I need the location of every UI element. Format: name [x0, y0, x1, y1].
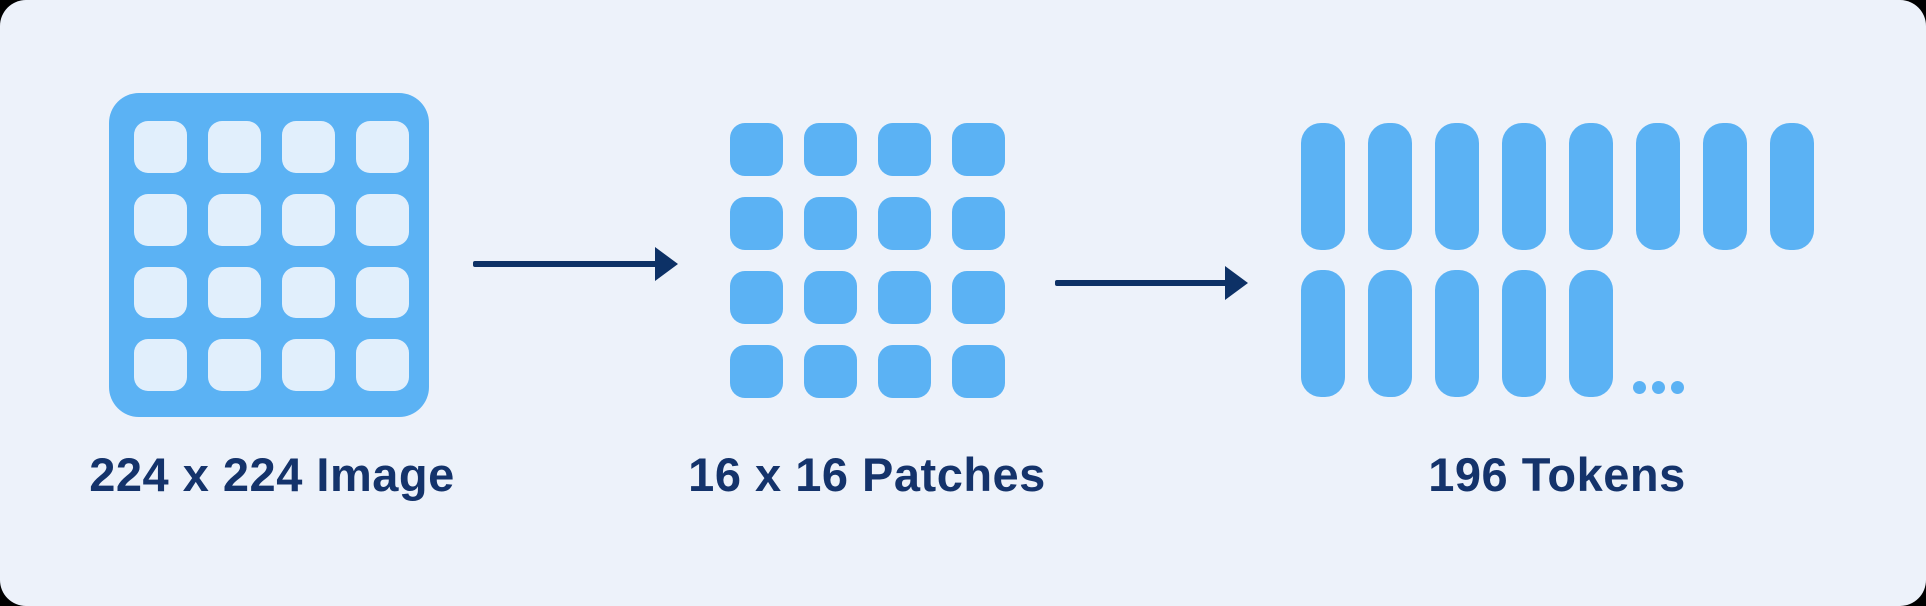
image-cell — [282, 266, 335, 319]
image-pixel-grid — [134, 121, 409, 391]
image-cell — [134, 339, 187, 391]
token-pill — [1502, 123, 1546, 250]
image-cell — [282, 121, 335, 173]
image-224-block — [109, 93, 429, 417]
patch-grid — [730, 123, 1005, 398]
patch-cell — [878, 345, 931, 398]
label-image: 224 x 224 Image — [89, 448, 455, 501]
token-pill — [1569, 270, 1613, 397]
image-cell — [356, 339, 409, 391]
token-row-bottom — [1301, 270, 1613, 397]
token-pill — [1569, 123, 1613, 250]
image-cell — [356, 266, 409, 319]
token-pill — [1770, 123, 1814, 250]
token-pill — [1368, 123, 1412, 250]
image-cell — [134, 121, 187, 173]
patch-cell — [878, 123, 931, 176]
patch-cell — [952, 271, 1005, 324]
token-row-top — [1301, 123, 1814, 250]
arrow-line — [1055, 280, 1230, 286]
arrow-right-icon — [1055, 266, 1248, 300]
label-tokens: 196 Tokens — [1428, 448, 1686, 501]
image-cell — [356, 121, 409, 173]
token-pill — [1301, 123, 1345, 250]
arrow-right-icon — [473, 247, 678, 281]
token-pill — [1502, 270, 1546, 397]
ellipsis-dots-icon — [1633, 381, 1684, 394]
patch-cell — [804, 123, 857, 176]
token-pill — [1435, 123, 1479, 250]
ellipsis-dot — [1633, 381, 1646, 394]
patch-cell — [730, 345, 783, 398]
patch-cell — [804, 271, 857, 324]
patch-cell — [804, 197, 857, 250]
ellipsis-dot — [1652, 381, 1665, 394]
patch-cell — [730, 123, 783, 176]
token-pill — [1301, 270, 1345, 397]
image-cell — [134, 193, 187, 246]
patch-cell — [878, 197, 931, 250]
image-cell — [356, 193, 409, 246]
patch-cell — [804, 345, 857, 398]
image-cell — [208, 193, 261, 246]
patch-cell — [952, 123, 1005, 176]
token-pill — [1435, 270, 1479, 397]
label-patches: 16 x 16 Patches — [688, 448, 1046, 501]
image-cell — [208, 339, 261, 391]
token-pill — [1636, 123, 1680, 250]
token-pill — [1368, 270, 1412, 397]
patch-cell — [952, 345, 1005, 398]
patch-cell — [952, 197, 1005, 250]
patch-cell — [730, 197, 783, 250]
image-cell — [134, 266, 187, 319]
image-cell — [208, 266, 261, 319]
image-cell — [282, 339, 335, 391]
arrow-head — [655, 247, 678, 281]
image-cell — [282, 193, 335, 246]
arrow-head — [1225, 266, 1248, 300]
arrow-line — [473, 261, 660, 267]
image-cell — [208, 121, 261, 173]
ellipsis-dot — [1671, 381, 1684, 394]
patch-cell — [730, 271, 783, 324]
token-pill — [1703, 123, 1747, 250]
patch-cell — [878, 271, 931, 324]
